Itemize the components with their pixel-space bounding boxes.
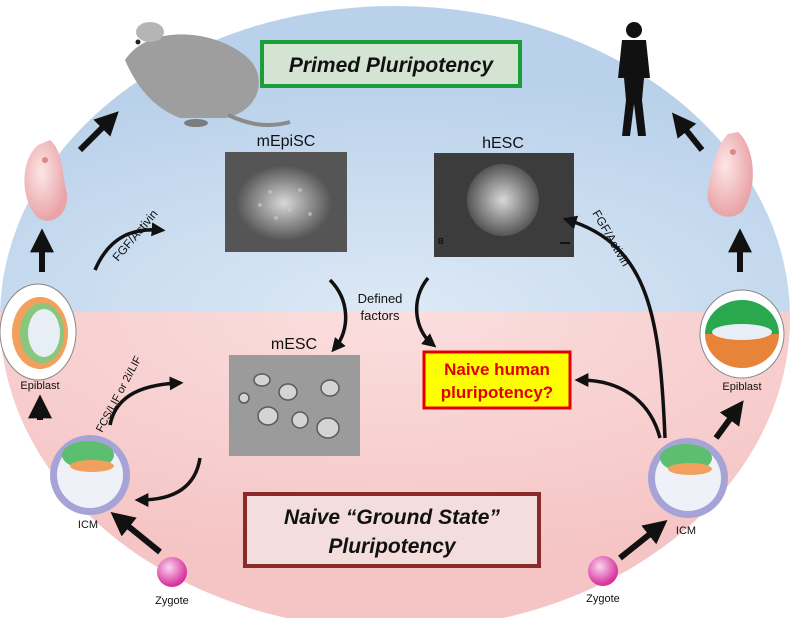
hesc-image: B xyxy=(434,153,574,257)
fgf-left-arrow xyxy=(93,222,166,271)
human-icon xyxy=(618,22,650,136)
mouse-icon xyxy=(125,22,291,128)
hesc-marker: B xyxy=(438,237,444,246)
epiblast-right-label: Epiblast xyxy=(722,381,761,393)
naive-title-line2: Pluripotency xyxy=(328,535,457,558)
icm-to-question-arrow xyxy=(574,373,662,439)
icm-left-icon xyxy=(50,435,130,515)
question-line2: pluripotency? xyxy=(441,383,553,402)
icm-right-label: ICM xyxy=(676,525,696,537)
primed-title-box: Primed Pluripotency xyxy=(260,40,522,88)
primed-title: Primed Pluripotency xyxy=(289,54,495,77)
icm-right-icon xyxy=(648,438,728,518)
fcs-arrow xyxy=(108,376,184,426)
icm-left-label: ICM xyxy=(78,519,98,531)
defined-right-arrow xyxy=(414,276,437,348)
mesc-label: mESC xyxy=(271,336,317,353)
zygote-right-label: Zygote xyxy=(586,593,620,605)
embryo-right-icon xyxy=(707,132,753,217)
epiblast-left-label: Epiblast xyxy=(20,380,59,392)
hesc-label: hESC xyxy=(482,135,524,152)
defined-label-line2: factors xyxy=(360,308,400,323)
fgf-right-arrow xyxy=(562,215,667,439)
question-line1: Naive human xyxy=(444,360,550,379)
embryo-left-icon xyxy=(24,140,68,221)
defined-label-line1: Defined xyxy=(358,291,403,306)
zygote-left-label: Zygote xyxy=(155,595,189,607)
transition-arrows xyxy=(93,215,667,507)
defined-left-arrow xyxy=(328,278,348,353)
mesc-image xyxy=(229,355,360,456)
mepisc-label: mEpiSC xyxy=(257,133,316,150)
epiblast-left-icon xyxy=(0,283,77,381)
mepisc-image xyxy=(225,152,347,252)
lifecycle-arrows xyxy=(28,111,752,561)
mesc-to-icm-arrow xyxy=(134,457,202,507)
naive-title-line1: Naive “Ground State” xyxy=(284,506,500,529)
zygote-right-icon xyxy=(588,556,618,586)
zygote-left-icon xyxy=(157,557,187,587)
naive-title-box: Naive “Ground State” Pluripotency xyxy=(243,492,541,568)
question-box: Naive human pluripotency? xyxy=(422,350,572,410)
epiblast-right-icon xyxy=(699,289,785,379)
